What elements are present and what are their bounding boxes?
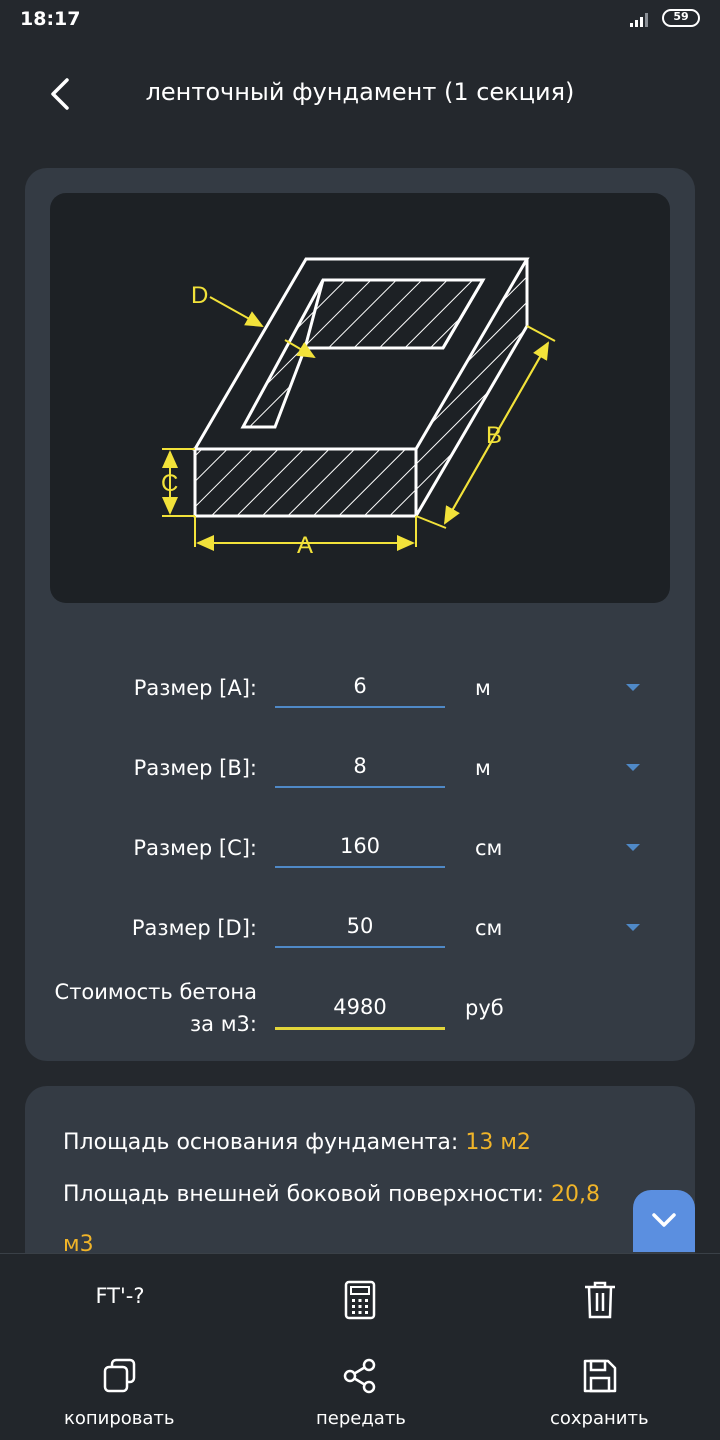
delete-button[interactable] (580, 1280, 620, 1324)
cost-label-line2: за м3: (190, 1012, 257, 1036)
input-card: A B C D Размер [A]: м Размер [B]: м Разм… (25, 168, 695, 1061)
foundation-drawing: A B C D (161, 257, 556, 559)
field-row-c: Размер [C]: см (25, 818, 695, 878)
share-icon (343, 1358, 376, 1394)
size-c-input[interactable] (275, 826, 445, 868)
signal-icon (630, 13, 648, 27)
unit-d-dropdown-icon[interactable] (621, 920, 645, 936)
cost-label: Стоимость бетона за м3: (55, 976, 257, 1040)
unit-d[interactable]: см (475, 916, 503, 940)
hatch-inner-back (305, 280, 483, 348)
converter-button[interactable]: FT'-? (70, 1284, 170, 1324)
save-button[interactable]: сохранить (540, 1354, 660, 1434)
status-bar: 18:17 59 (0, 0, 720, 40)
trash-icon (585, 1281, 615, 1319)
results-card: Площадь основания фундамента: 13 м2 Площ… (25, 1086, 695, 1286)
size-b-input[interactable] (275, 746, 445, 788)
calculator-button[interactable] (340, 1280, 380, 1324)
result-side-area-unit-value: м3 (63, 1232, 94, 1257)
calculator-icon (344, 1280, 376, 1320)
scroll-down-button[interactable] (633, 1190, 695, 1252)
field-row-d: Размер [D]: см (25, 898, 695, 958)
hatch-front (195, 449, 416, 516)
battery-icon: 59 (662, 9, 700, 27)
size-a-input[interactable] (275, 666, 445, 708)
concrete-cost-input[interactable] (275, 986, 445, 1030)
field-label-b: Размер [B]: (133, 756, 257, 780)
unit-b[interactable]: м (475, 756, 491, 780)
result-base-area-value: 13 м2 (465, 1130, 531, 1155)
copy-icon (103, 1358, 136, 1393)
result-side-area: Площадь внешней боковой поверхности: 20,… (63, 1170, 663, 1220)
field-row-a: Размер [A]: м (25, 658, 695, 718)
share-button[interactable]: передать (300, 1354, 420, 1434)
save-label: сохранить (550, 1408, 649, 1429)
result-base-area-label: Площадь основания фундамента: (63, 1130, 459, 1155)
cost-label-line1: Стоимость бетона (54, 980, 257, 1004)
unit-c[interactable]: см (475, 836, 503, 860)
cost-unit: руб (465, 996, 504, 1020)
unit-a-dropdown-icon[interactable] (621, 680, 645, 696)
hatch-right (416, 259, 527, 516)
result-base-area: Площадь основания фундамента: 13 м2 (63, 1118, 663, 1168)
result-side-area-label: Площадь внешней боковой поверхности: (63, 1182, 544, 1207)
result-side-area-unit: м3 (63, 1220, 663, 1270)
save-icon (583, 1359, 617, 1393)
chevron-down-icon (652, 1213, 676, 1227)
label-a: A (297, 532, 313, 559)
label-c: C (161, 470, 178, 497)
dimension-lines (162, 296, 556, 551)
label-b: B (486, 422, 502, 449)
field-label-a: Размер [A]: (133, 676, 257, 700)
size-d-input[interactable] (275, 906, 445, 948)
back-arrow-icon (51, 78, 69, 110)
page-title: ленточный фундамент (1 секция) (145, 78, 575, 106)
copy-button[interactable]: копировать (50, 1354, 190, 1434)
field-row-b: Размер [B]: м (25, 738, 695, 798)
converter-label: FT'-? (95, 1284, 145, 1308)
bottom-bar: FT'-? (0, 1253, 720, 1440)
share-label: передать (316, 1408, 406, 1429)
battery-level: 59 (673, 10, 689, 23)
foundation-diagram: A B C D (50, 193, 670, 603)
result-side-area-value: 20,8 (550, 1182, 600, 1207)
field-label-c: Размер [C]: (133, 836, 257, 860)
copy-label: копировать (64, 1408, 175, 1429)
label-d: D (191, 282, 208, 309)
status-time: 18:17 (20, 8, 81, 30)
unit-b-dropdown-icon[interactable] (621, 760, 645, 776)
back-button[interactable] (40, 72, 84, 116)
unit-a[interactable]: м (475, 676, 491, 700)
unit-c-dropdown-icon[interactable] (621, 840, 645, 856)
field-label-d: Размер [D]: (131, 916, 257, 940)
